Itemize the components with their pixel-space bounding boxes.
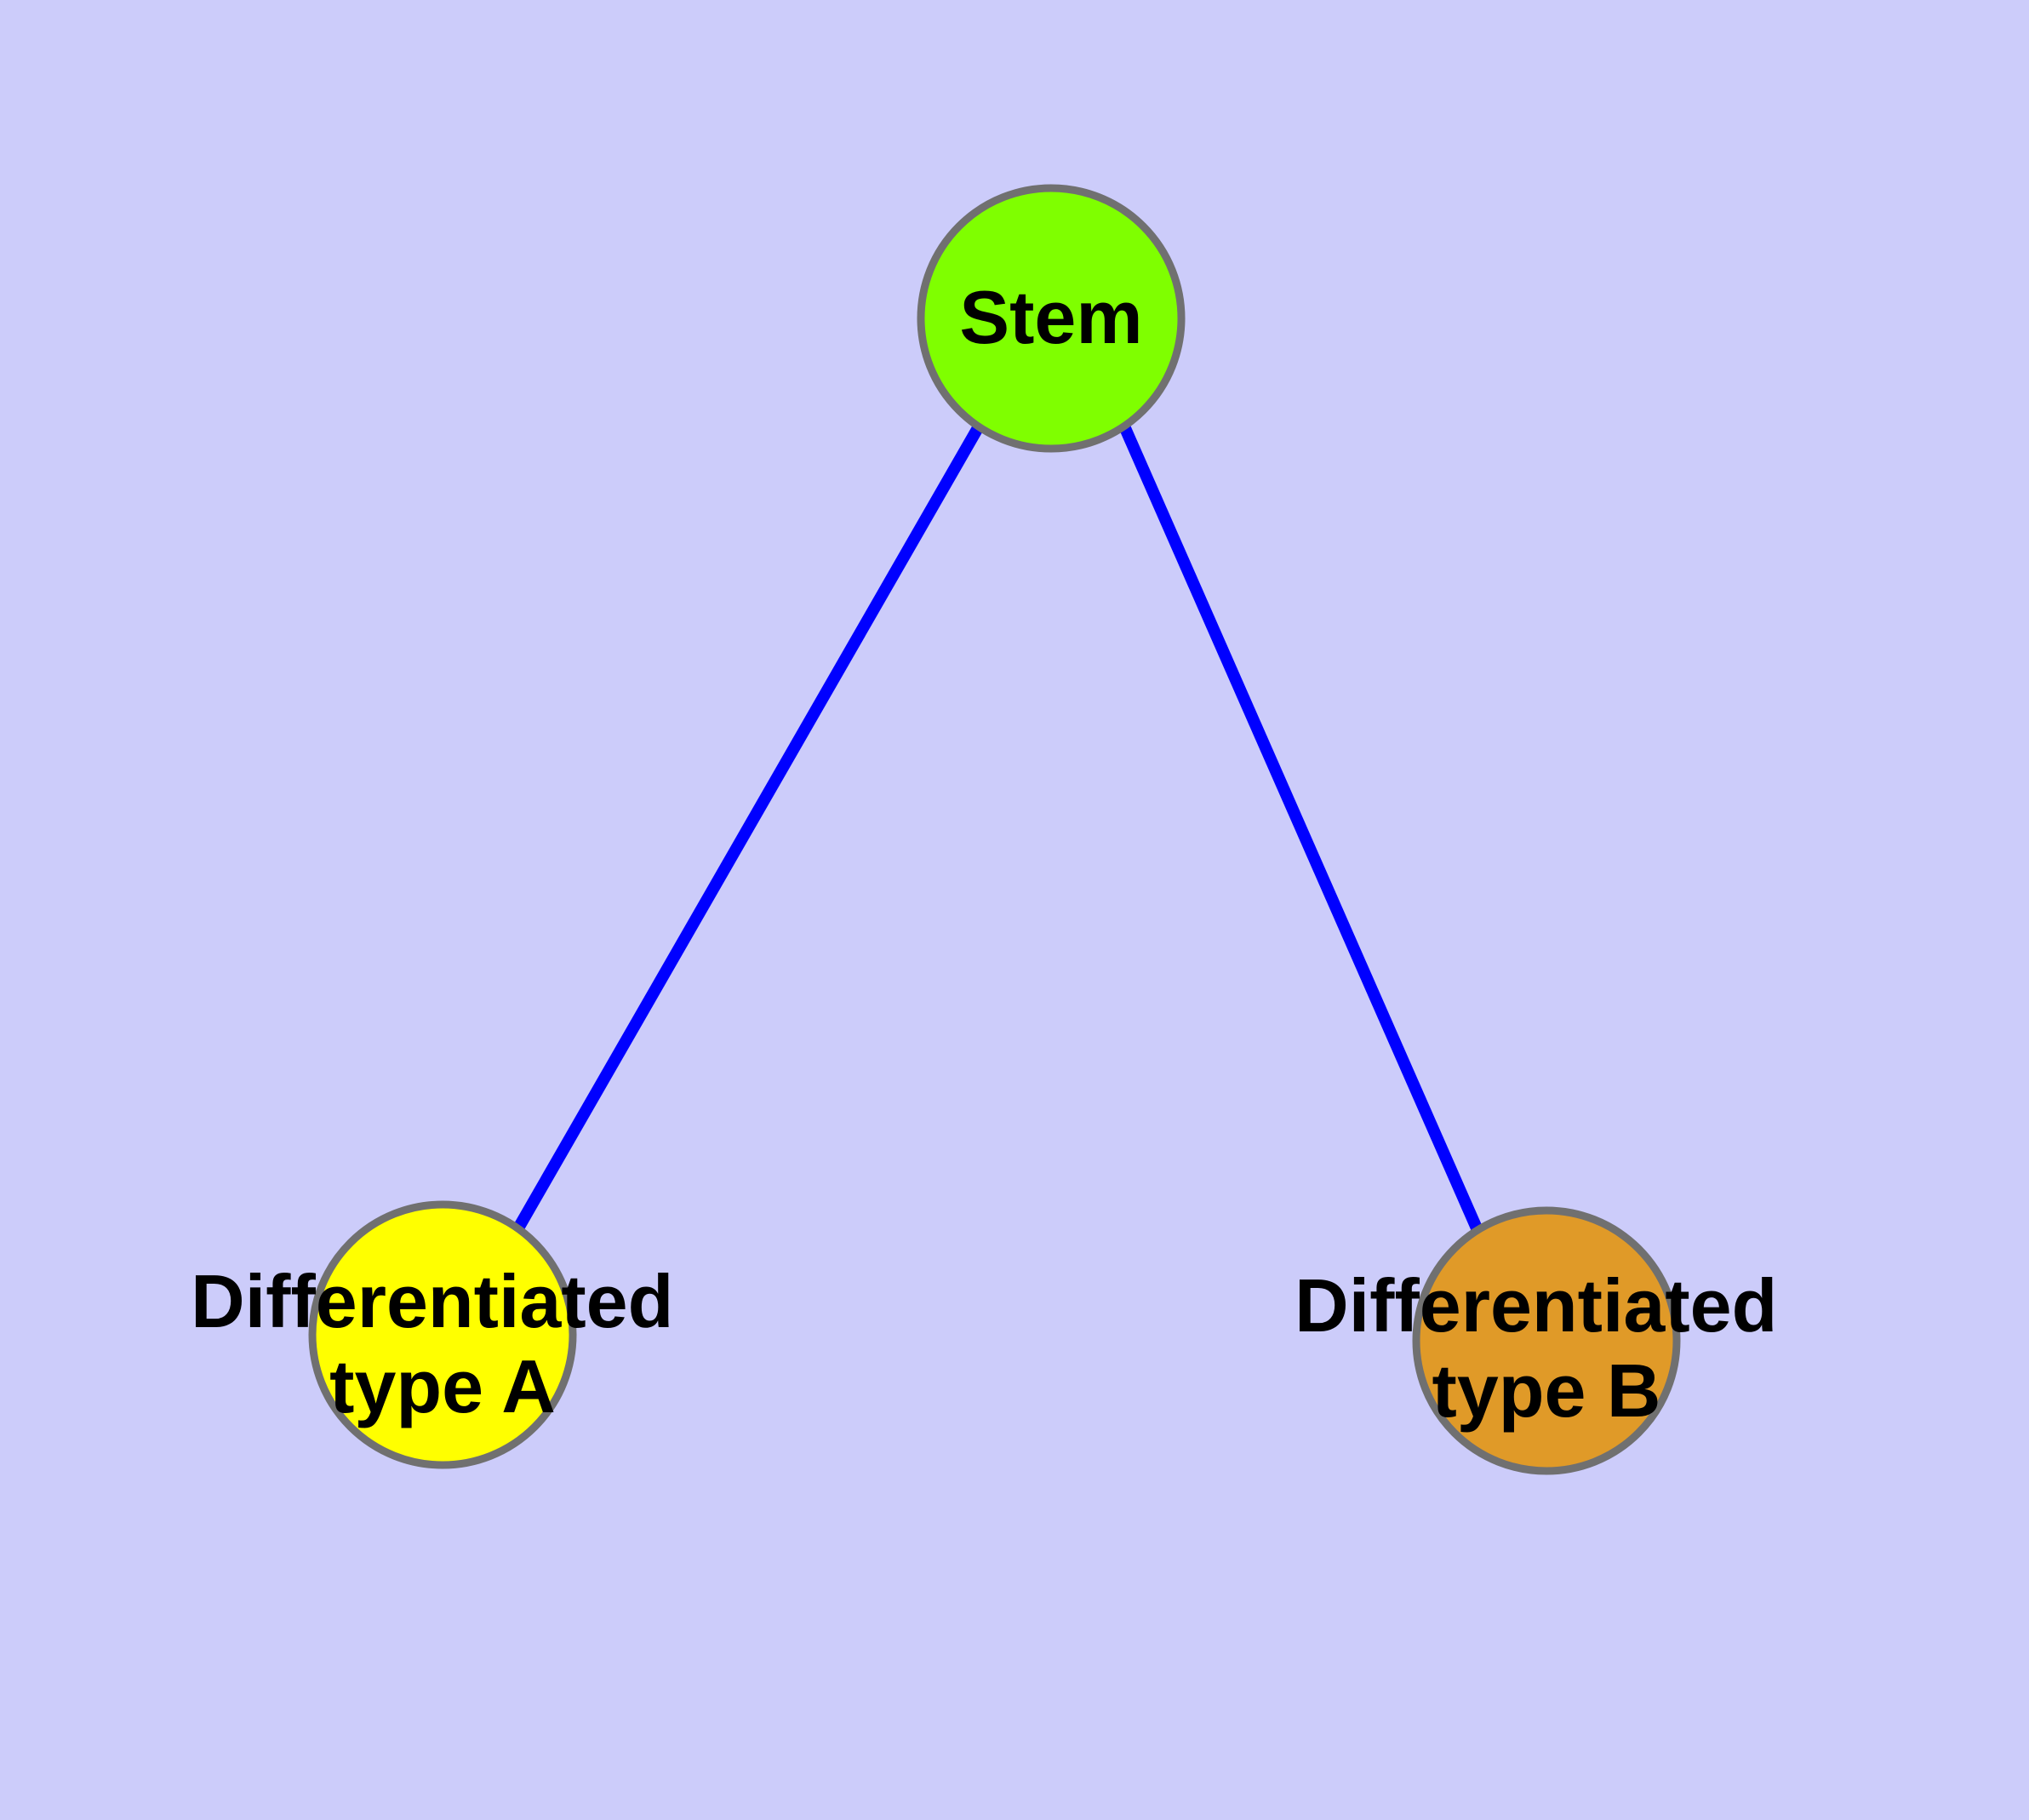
- node-differentiated-type-a-circle[interactable]: [308, 1200, 577, 1469]
- edge-layer: [513, 423, 1483, 1233]
- node-stem-label: Stem: [959, 275, 1142, 359]
- node-differentiated-type-b-label-line-1: Differentiated: [1295, 1263, 1777, 1348]
- node-layer: Stem Differentiated type A Differentiate…: [191, 184, 1798, 1475]
- node-differentiated-type-b-circle[interactable]: [1412, 1206, 1681, 1475]
- node-differentiated-type-a-label-line-2: type A: [329, 1344, 556, 1428]
- node-stem-circle[interactable]: [917, 184, 1186, 453]
- edge-stem-to-differentiated-type-b[interactable]: [1119, 426, 1483, 1233]
- edge-stem-to-differentiated-type-a[interactable]: [513, 423, 985, 1230]
- node-differentiated-type-a-label-line-1: Differentiated: [191, 1259, 673, 1343]
- node-differentiated-type-a[interactable]: Differentiated type A: [191, 1200, 694, 1469]
- node-differentiated-type-b-label-line-2: type B: [1432, 1348, 1661, 1433]
- node-differentiated-type-a-label: Differentiated type A: [191, 1259, 694, 1428]
- node-stem[interactable]: Stem: [917, 184, 1186, 453]
- node-stem-label-line-1: Stem: [959, 275, 1142, 359]
- node-differentiated-type-b-label: Differentiated type B: [1295, 1263, 1798, 1433]
- node-differentiated-type-b[interactable]: Differentiated type B: [1295, 1206, 1798, 1475]
